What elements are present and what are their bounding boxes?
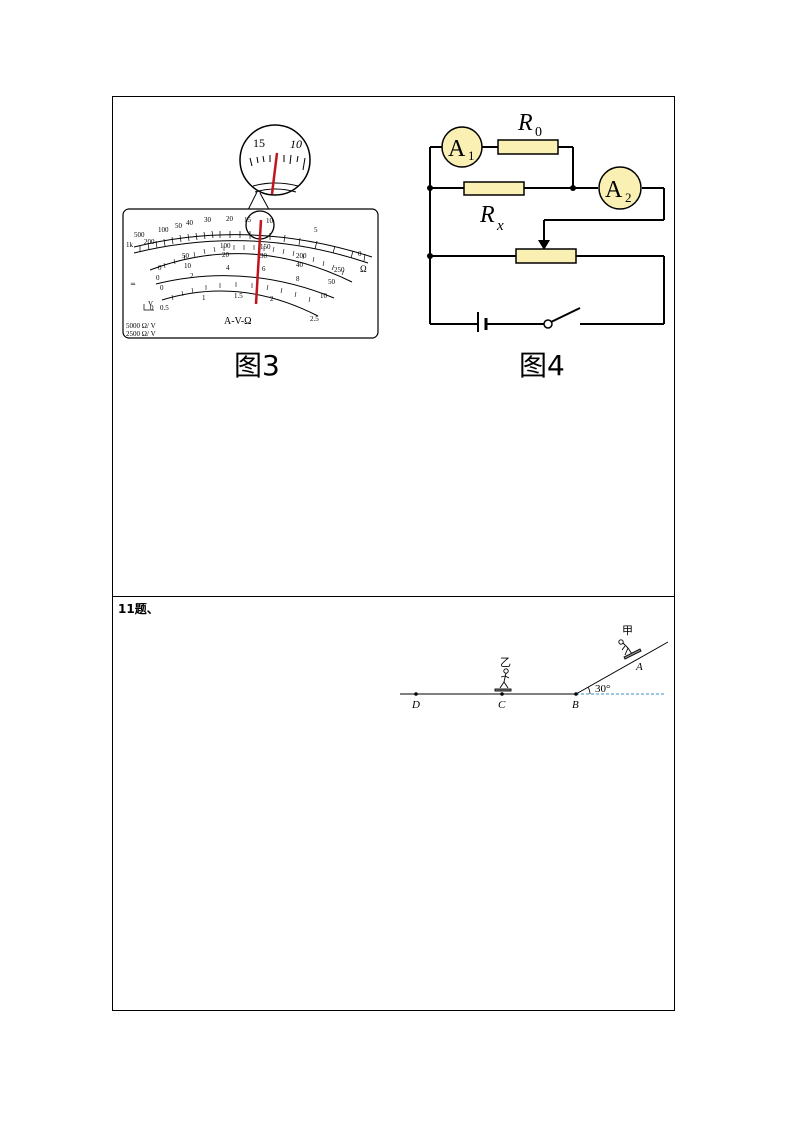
r0-label: R	[517, 110, 533, 136]
ohm-tick-label: 30	[204, 216, 212, 224]
ac-tick-label: 2.5	[310, 315, 319, 323]
label-jia: 甲	[622, 624, 633, 637]
question-11-label: 11题、	[118, 602, 159, 616]
dc-tick-label: 100	[220, 242, 231, 250]
label-yi: 乙	[500, 656, 511, 669]
ohm-tick-label: 0	[358, 250, 362, 258]
ohm-tick-label: 10	[266, 217, 274, 225]
ammeter-a1	[441, 126, 483, 168]
ohm-tick-label: 40	[186, 219, 194, 227]
ohm-tick-label: 200	[144, 238, 155, 246]
question-table	[112, 96, 675, 1011]
ac-tick-label: 0	[150, 304, 154, 312]
ohm-tick-label: 5	[314, 226, 318, 234]
dc-tick-label: 200	[296, 252, 307, 260]
dc-scale: 0 50 100 150 200 250 0 10 20 30 40 50 0 …	[156, 242, 345, 300]
dc-tick-label: 150	[260, 243, 271, 251]
ohm-tick-label: 15	[244, 216, 252, 224]
table-row-divider	[112, 596, 675, 597]
zoom-label-10: 10	[290, 137, 302, 151]
a1-subscript: 1	[468, 148, 475, 163]
point-b: B	[572, 699, 579, 711]
ac-scale-ticks	[171, 282, 311, 303]
r0-subscript: 0	[535, 125, 542, 140]
dc-tick-label-c: 0	[160, 284, 164, 292]
a1-label: A	[448, 136, 466, 162]
sensitivity-ac: 2500 Ω/ V	[126, 330, 156, 338]
sensitivity-dc: 5000 Ω/ V	[126, 322, 156, 330]
dc-symbol: ≂	[130, 280, 136, 288]
dc-tick-label-b: 10	[184, 262, 192, 270]
resistor-rx	[463, 181, 525, 196]
dc-tick-label-b: 50	[328, 278, 336, 286]
figure-q11-slope: 30° D C B A 乙 甲	[396, 620, 676, 720]
ohm-tick-label: 20	[226, 215, 234, 223]
dc-tick-label: 0	[158, 264, 162, 272]
ac-tick-label: 0.5	[160, 304, 169, 312]
dc-tick-label-b: 40	[296, 261, 304, 269]
resistor-r0	[497, 139, 559, 155]
ac-scale: 0 0.5 1 1.5 2 2.5	[150, 292, 319, 323]
ohm-tick-label: 1k	[126, 241, 134, 249]
dc-tick-label-b: 30	[260, 252, 268, 260]
zoom-label-15: 15	[253, 136, 265, 150]
zoom-needle	[270, 152, 279, 195]
skater-jia-icon	[618, 639, 642, 660]
figure-3-multimeter: 15 10 1k 500 200 100 50 40 3	[120, 120, 382, 342]
point-d: D	[411, 699, 420, 711]
point-c: C	[498, 699, 506, 711]
meter-label: A-V-Ω	[224, 316, 252, 327]
dc-tick-label-c: 8	[296, 275, 300, 283]
dc-tick-label-c: 2	[190, 272, 194, 280]
rx-label: R	[479, 202, 495, 228]
zoom-ticks	[249, 154, 306, 171]
dc-tick-label: 50	[182, 252, 190, 260]
ohm-tick-label: 100	[158, 226, 169, 234]
dc-tick-label-c: 4	[226, 264, 230, 272]
ohm-scale: 1k 500 200 100 50 40 30 20 15 10 5 0	[126, 215, 362, 258]
dc-tick-label-b: 20	[222, 251, 230, 259]
ammeter-a2	[598, 166, 642, 210]
meter-body	[122, 208, 379, 339]
dc-tick-label-c: 10	[320, 292, 328, 300]
a2-label: A	[605, 177, 623, 203]
ac-tick-label: 1.5	[234, 292, 243, 300]
dc-scale-ticks	[163, 245, 345, 276]
meter-needle	[254, 219, 263, 305]
dc-tick-label-c: 6	[262, 265, 266, 273]
rx-subscript: x	[496, 218, 504, 234]
ohm-tick-label: 50	[175, 222, 183, 230]
a2-subscript: 2	[625, 190, 632, 205]
dc-tick-label: 250	[334, 266, 345, 274]
ac-tick-label: 2	[270, 295, 274, 303]
figure-3-caption: 图3	[234, 349, 280, 382]
figure-4-caption: 图4	[519, 349, 565, 382]
figure-4-circuit: A 1 R 0 R x A 2	[420, 100, 680, 332]
ac-tick-label: 1	[202, 294, 206, 302]
skater-yi-icon	[494, 668, 512, 692]
point-a: A	[635, 661, 643, 673]
angle-label: 30°	[595, 683, 610, 695]
ohm-tick-label: 500	[134, 231, 145, 239]
ohm-unit: Ω	[360, 264, 367, 274]
rheostat	[515, 248, 577, 264]
dc-tick-label-b: 0	[156, 274, 160, 282]
v-symbol: V	[148, 300, 153, 308]
